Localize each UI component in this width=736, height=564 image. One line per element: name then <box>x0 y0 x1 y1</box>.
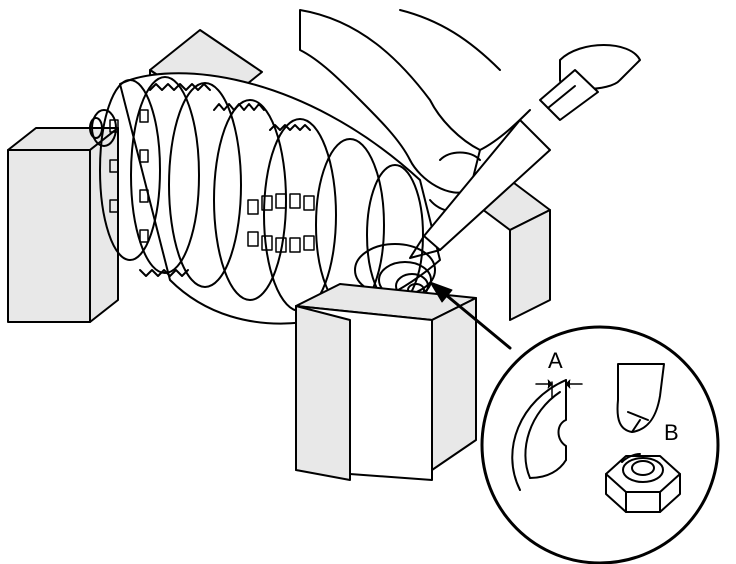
label-a: A <box>548 348 563 373</box>
front-support-block <box>295 283 477 481</box>
locknut-icon <box>605 453 681 513</box>
hand-illustration <box>299 9 531 213</box>
detail-callout <box>480 325 720 564</box>
left-support-block <box>7 127 119 323</box>
label-b: B <box>664 420 679 445</box>
chisel-icon <box>409 119 551 259</box>
chisel-tip-icon <box>616 363 665 433</box>
callout-arrow <box>429 281 512 350</box>
shaft-assembly <box>89 72 441 325</box>
staked-nut-section <box>511 379 583 491</box>
hammer-icon <box>539 44 641 121</box>
